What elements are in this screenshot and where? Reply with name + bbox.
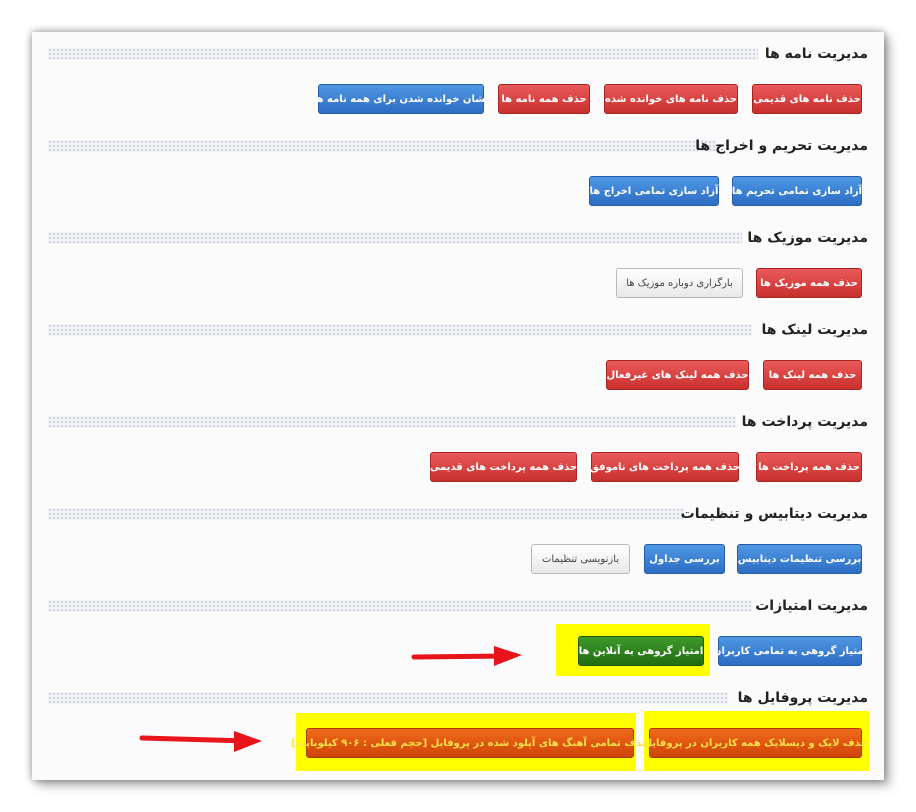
section-title-payments: مدیریت پرداخت ها bbox=[741, 414, 868, 430]
delete-profile-likes-button[interactable]: حذف لایک و دیسلایک همه کاربران در پروفای… bbox=[643, 728, 868, 758]
section-divider bbox=[48, 48, 758, 60]
section-title-database: مدیریت دیتابیس و تنظیمات bbox=[680, 506, 868, 522]
delete-profile-songs-button[interactable]: حذف تمامی آهنگ های آپلود شده در پروفایل … bbox=[291, 728, 649, 758]
section-divider bbox=[48, 692, 728, 704]
red-arrow-icon bbox=[411, 646, 522, 666]
red-arrow-icon bbox=[139, 731, 262, 752]
reload-music-button[interactable]: بارگزاری دوباره موزیک ها bbox=[616, 268, 743, 298]
delete-all-links-button[interactable]: حذف همه لینک ها bbox=[763, 360, 862, 390]
group-points-online-button[interactable]: امتیاز گروهی به آنلاین ها bbox=[578, 636, 704, 666]
section-divider bbox=[48, 324, 752, 336]
delete-inactive-links-button[interactable]: حذف همه لینک های غیرفعال bbox=[606, 360, 749, 390]
delete-old-payments-button[interactable]: حذف همه پرداخت های قدیمی bbox=[430, 452, 577, 482]
release-all-kicks-button[interactable]: آزاد سازی تمامی اخراج ها bbox=[589, 176, 719, 206]
section-divider bbox=[48, 232, 742, 244]
section-divider bbox=[48, 508, 684, 520]
delete-all-payments-button[interactable]: حذف همه پرداخت ها bbox=[756, 452, 862, 482]
delete-all-letters-button[interactable]: حذف همه نامه ها bbox=[498, 84, 590, 114]
section-title-music: مدیریت موزیک ها bbox=[747, 230, 868, 246]
section-title-bans: مدیریت تحریم و اخراج ها bbox=[695, 138, 868, 154]
section-divider bbox=[48, 600, 752, 612]
delete-read-letters-button[interactable]: حذف نامه های خوانده شده bbox=[604, 84, 738, 114]
delete-old-letters-button[interactable]: حذف نامه های قدیمی bbox=[752, 84, 862, 114]
check-database-settings-button[interactable]: بررسی تنظیمات دیتابیس bbox=[737, 544, 862, 574]
release-all-bans-button[interactable]: آزاد سازی تمامی تحریم ها bbox=[732, 176, 862, 206]
section-title-profiles: مدیریت پروفایل ها bbox=[737, 690, 868, 706]
section-divider bbox=[48, 140, 716, 152]
admin-panel: مدیریت نامه ها حذف نامه های قدیمی حذف نا… bbox=[32, 32, 884, 780]
rewrite-settings-button[interactable]: بازنویسی تنظیمات bbox=[531, 544, 630, 574]
section-title-links: مدیریت لینک ها bbox=[761, 322, 868, 338]
delete-all-music-button[interactable]: حذف همه موزیک ها bbox=[756, 268, 862, 298]
section-title-letters: مدیریت نامه ها bbox=[764, 46, 868, 62]
mark-all-read-button[interactable]: نشان خوانده شدن برای همه نامه ها bbox=[313, 84, 489, 114]
check-tables-button[interactable]: بررسی جداول bbox=[644, 544, 725, 574]
group-points-all-users-button[interactable]: امتیاز گروهی به تمامی کاربران bbox=[713, 636, 867, 666]
delete-failed-payments-button[interactable]: حذف همه پرداخت های ناموفق bbox=[590, 452, 740, 482]
section-title-points: مدیریت امتیازات bbox=[755, 598, 868, 614]
section-divider bbox=[48, 416, 736, 428]
